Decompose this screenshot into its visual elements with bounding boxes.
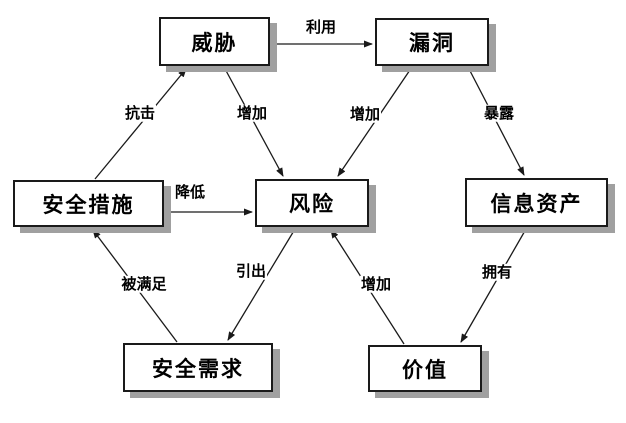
node-threat-label: 威胁 [191, 30, 238, 55]
edge-label-expose: 暴露 [482, 103, 516, 122]
node-info-assets-label: 信息资产 [490, 191, 583, 216]
node-risk-label: 风险 [289, 192, 335, 216]
node-risk: 风险 [255, 179, 369, 227]
node-safeguards: 安全措施 [13, 180, 164, 227]
node-vulnerability-label: 漏洞 [409, 31, 455, 55]
edge-label-counter: 抗击 [123, 103, 157, 122]
node-vulnerability: 漏洞 [375, 18, 489, 66]
node-value-label: 价值 [402, 357, 448, 382]
edge-label-value-increase: 增加 [359, 274, 393, 293]
edge-label-satisfy: 被满足 [120, 274, 168, 293]
node-threat: 威胁 [159, 17, 270, 66]
node-value: 价值 [368, 345, 482, 392]
edge-safeguards-counter-threat [94, 68, 187, 180]
edge-label-threat-increase: 增加 [235, 103, 269, 122]
node-security-requirements: 安全需求 [123, 343, 273, 392]
edge-assets-own-value [460, 228, 527, 343]
node-info-assets: 信息资产 [465, 178, 608, 227]
node-security-requirements-label: 安全需求 [152, 356, 244, 381]
edge-label-own: 拥有 [480, 262, 514, 281]
edge-label-derive: 引出 [234, 261, 268, 280]
edge-label-exploit: 利用 [304, 17, 338, 36]
edge-risk-derives-requirements [227, 228, 296, 341]
node-safeguards-label: 安全措施 [42, 192, 135, 217]
edge-label-reduce: 降低 [173, 182, 207, 201]
edge-threat-increases-risk [223, 66, 284, 177]
edge-label-vuln-increase: 增加 [348, 104, 382, 123]
